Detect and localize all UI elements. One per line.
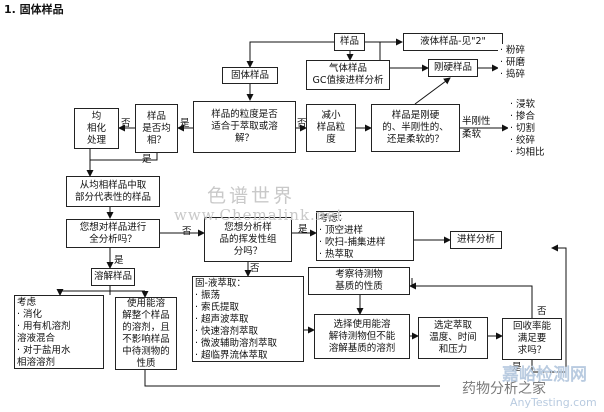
node-dissolve-considerations: 考虑 · 消化 · 用有机溶剂 溶液混合 · 对于盐用水 相溶溶剂 [14, 295, 104, 369]
node-injection-analysis: 进样分析 [450, 231, 502, 249]
node-recovery-question: 回收率能 满足要 求吗？ [502, 318, 562, 360]
edge-label-yes-full: 是 [114, 255, 124, 266]
node-semi-rigid-ops: · 浸软 · 掺合 · 切割 · 绞碎 · 均相比 [508, 98, 568, 164]
edge-label-no-volatile: 否 [250, 263, 260, 274]
node-choose-solvent: 选择使用能溶 解待测物但不能 溶解基质的溶剂 [314, 314, 410, 359]
node-solid-sample: 固体样品 [222, 67, 278, 84]
edge-label-yes-homogeneous: 是 [142, 154, 152, 165]
edge-dissolve-consider [56, 286, 111, 296]
edge-label-yes-particle: 是 [180, 118, 190, 129]
node-gas-sample: 气体样品 GC值接进样分析 [306, 60, 390, 90]
edge-label-no-particle: 否 [297, 118, 307, 129]
edge-label-no-full: 否 [182, 226, 192, 237]
node-take-representative: 从均相样品中取 部分代表性的样品 [66, 176, 160, 207]
edge-rigidq-rigid [414, 77, 451, 105]
edge-sample-rigid [365, 41, 429, 72]
edge-label-no-recovery: 否 [537, 306, 547, 317]
node-dissolve-sample: 溶解样品 [91, 268, 135, 286]
watermark-account: 药物分析之家 [462, 381, 546, 397]
node-full-analysis-question: 您想对样品进行 全分析吗？ [66, 219, 160, 248]
edge-recovery-matrix [411, 278, 533, 318]
node-is-homogeneous-question: 样品 是否均 相？ [135, 104, 178, 153]
node-rigidity-question: 样品是刚硬 的、半刚性的、 还是柔软的？ [371, 104, 460, 152]
node-reduce-size: 减小 样品粒 度 [306, 104, 356, 152]
node-particle-size-question: 样品的粒度是否 适合于萃取或溶 解？ [193, 101, 296, 153]
node-volatile-methods: 考虑： · 顶空进样 · 吹扫-捕集进样 · 热萃取 [316, 211, 414, 261]
edge-label-no-homogeneous: 否 [121, 118, 131, 129]
watermark-url: www.Chemalink.net [174, 206, 344, 224]
edge-recovery-go [531, 244, 567, 373]
edge-label-yes-volatile: 是 [298, 224, 308, 235]
watermark-brand: 色谱世界 [207, 185, 296, 207]
node-matrix-properties: 考察待测物 基质的性质 [308, 267, 410, 295]
section-title: 1. 固体样品 [4, 3, 64, 16]
node-extraction-conditions: 选定萃取 温度、时间 和压力 [418, 317, 488, 359]
node-homogenize: 均 相化 处理 [74, 108, 119, 149]
node-solid-liquid-extraction: 固-液萃取： · 振荡 · 索氏提取 · 超声波萃取 · 快速溶剂萃取 · 微波… [192, 276, 304, 362]
watermark-corner-brand: 嘉峪检测网 [502, 365, 587, 385]
edge-label-semi-rigid: 半刚性 柔软 [462, 116, 491, 140]
node-liquid-sample: 液体样品-见"2" [403, 33, 503, 51]
node-crush-ops: · 粉碎 · 研磨 · 捣碎 [498, 44, 554, 94]
edge-label-yes-recovery: 是 [512, 362, 522, 373]
node-whole-sample-solvent: 使用能溶 解整个样品 的溶剂，且 不影响样品 中待测物的 性质 [115, 297, 177, 370]
node-volatile-question: 您想分析样 品的挥发性组 分吗？ [204, 217, 292, 262]
node-sample: 样品 [334, 33, 365, 51]
edge-sample-solid [246, 41, 334, 68]
watermark-corner-url: AnyTesting.com [510, 396, 597, 409]
node-rigid-sample: 刚硬样品 [428, 59, 478, 77]
edge-solvent-bottom [144, 370, 440, 387]
